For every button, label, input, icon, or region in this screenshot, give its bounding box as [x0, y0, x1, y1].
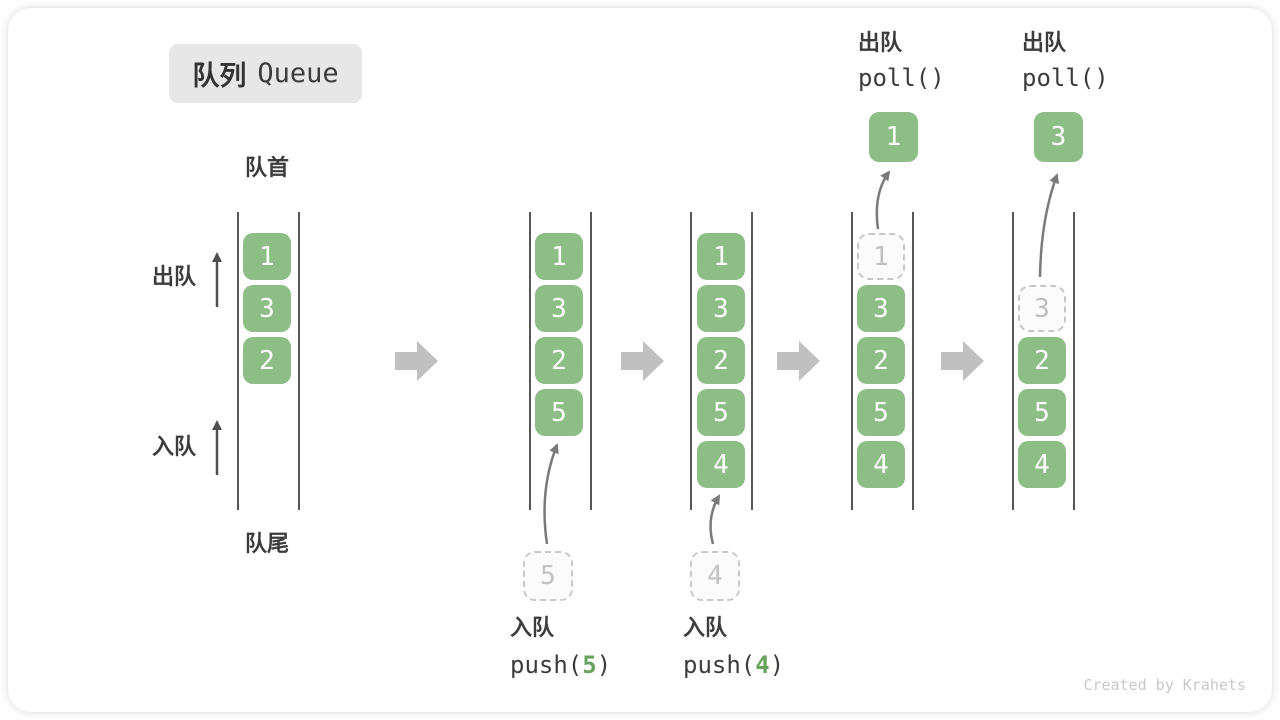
enqueue-arg: 5: [582, 651, 597, 679]
credit-text: Created by Krahets: [1083, 676, 1246, 694]
queue-wall: [690, 212, 692, 510]
queue-cell: 5: [535, 389, 583, 436]
enqueue-label: 入队: [683, 615, 728, 640]
queue-cell-ghost: 1: [857, 233, 905, 280]
diagram-card: [8, 8, 1272, 712]
queue-cell-ghost: 3: [1018, 285, 1066, 332]
enqueue-code: push(5): [510, 651, 612, 679]
queue-wall: [1073, 212, 1075, 510]
queue-cell: 2: [243, 337, 291, 384]
dequeue-code: poll(): [858, 64, 945, 92]
queue-cell: 3: [243, 285, 291, 332]
queue-cell: 2: [697, 337, 745, 384]
dequeue-code: poll(): [1022, 64, 1109, 92]
queue-cell: 5: [857, 389, 905, 436]
dequeue-label: 出队: [1022, 30, 1067, 55]
queue-wall: [237, 212, 239, 510]
queue-cell: 2: [535, 337, 583, 384]
queue-cell: 5: [697, 389, 745, 436]
title-cn: 队列: [192, 61, 247, 91]
queue-wall: [529, 212, 531, 510]
dequeue-label: 出队: [858, 30, 903, 55]
queue-cell: 4: [1018, 441, 1066, 488]
dequeued-value-box: 1: [869, 112, 918, 162]
queue-cell: 4: [857, 441, 905, 488]
enqueue-label: 入队: [510, 615, 555, 640]
enqueue-arg: 4: [755, 651, 770, 679]
queue-cell: 3: [697, 285, 745, 332]
enqueue-code: push(4): [683, 651, 785, 679]
queue-cell: 3: [535, 285, 583, 332]
queue-cell: 3: [857, 285, 905, 332]
queue-wall: [751, 212, 753, 510]
queue-wall: [590, 212, 592, 510]
queue-cell: 2: [857, 337, 905, 384]
label-queue-rear: 队尾: [244, 531, 289, 556]
queue-cell: 2: [1018, 337, 1066, 384]
title-badge: 队列 Queue: [169, 44, 362, 103]
label-enqueue-side: 入队: [152, 434, 197, 459]
queue-wall: [298, 212, 300, 510]
queue-cell: 5: [1018, 389, 1066, 436]
title-en: Queue: [257, 58, 339, 89]
dequeued-value-box: 3: [1034, 112, 1083, 162]
queue-wall: [912, 212, 914, 510]
queue-cell: 1: [535, 233, 583, 280]
queue-cell: 1: [697, 233, 745, 280]
label-dequeue-side: 出队: [152, 264, 197, 289]
queue-cell: 4: [697, 441, 745, 488]
label-queue-front: 队首: [244, 155, 289, 180]
enqueue-ghost-box: 4: [690, 551, 740, 601]
queue-wall: [1012, 212, 1014, 510]
enqueue-ghost-box: 5: [523, 551, 573, 601]
queue-cell: 1: [243, 233, 291, 280]
queue-wall: [851, 212, 853, 510]
